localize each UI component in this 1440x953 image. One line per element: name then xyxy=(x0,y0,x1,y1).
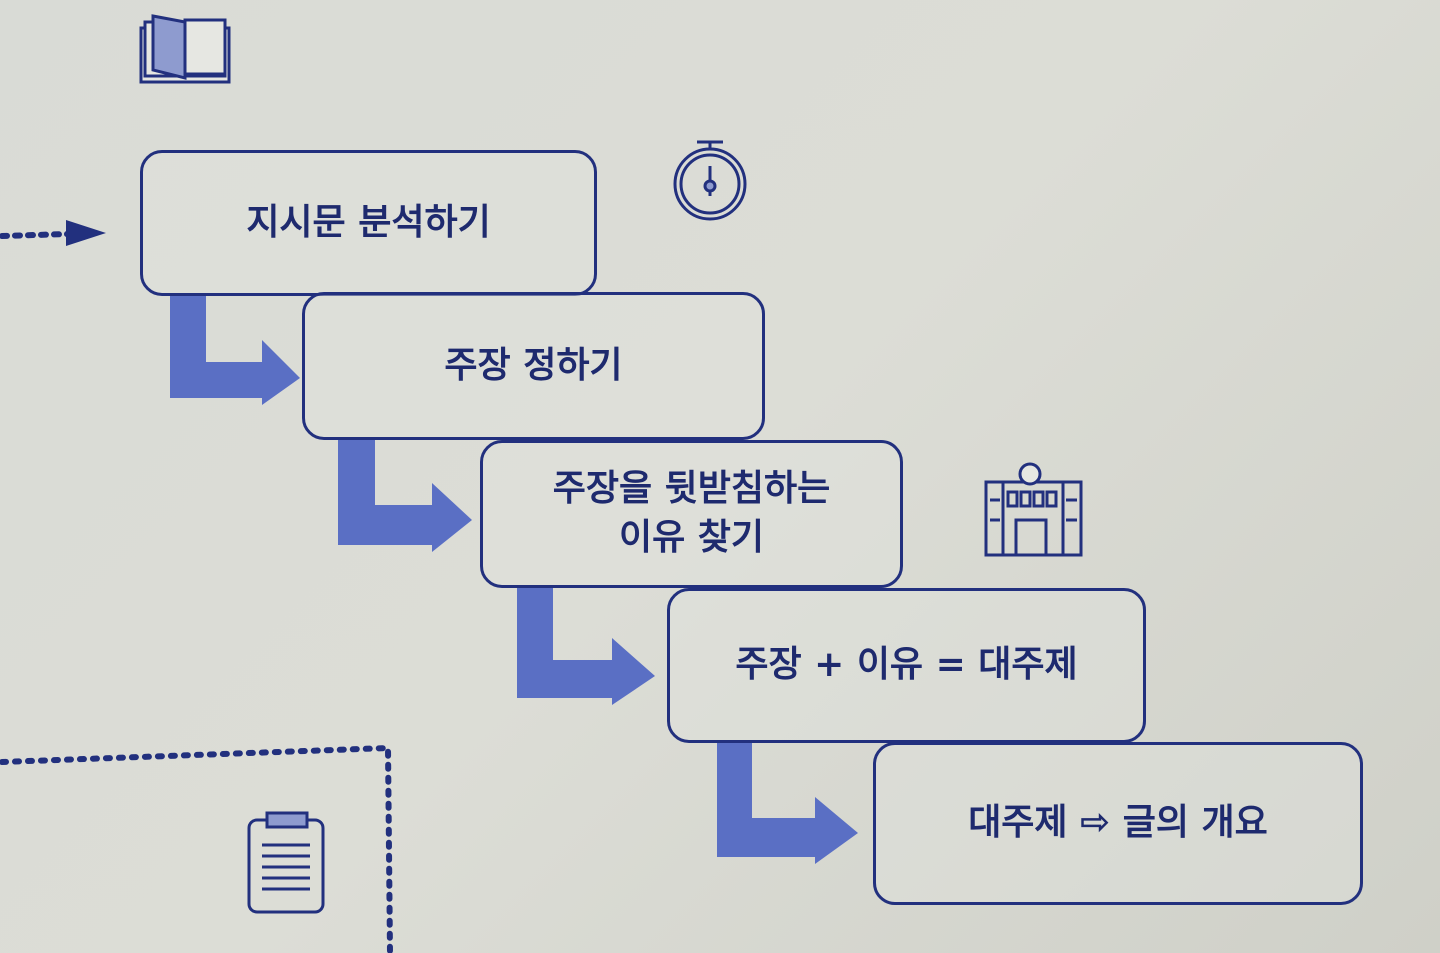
stopwatch-icon xyxy=(673,140,747,221)
step-label-line2: 이유 찾기 xyxy=(618,517,764,558)
dotted-frame xyxy=(0,744,393,953)
dotted-entry-arrow xyxy=(0,220,106,246)
book-icon xyxy=(139,14,231,84)
step-box-3: 주장을 뒷받침하는 이유 찾기 xyxy=(480,440,903,588)
step-label: 주장 + 이유 = 대주제 xyxy=(735,644,1078,686)
step-arrow-1 xyxy=(170,296,300,405)
step-box-4: 주장 + 이유 = 대주제 xyxy=(667,588,1146,743)
step-box-5: 대주제 ⇨ 글의 개요 xyxy=(873,742,1363,905)
step-box-2: 주장 정하기 xyxy=(302,292,765,440)
step-label: 주장 정하기 xyxy=(444,344,623,386)
building-icon xyxy=(984,462,1083,557)
step-box-1: 지시문 분석하기 xyxy=(140,150,597,296)
step-label: 지시문 분석하기 xyxy=(246,201,491,243)
step-label-line1: 주장을 뒷받침하는 xyxy=(552,468,831,510)
step-arrow-3 xyxy=(517,588,655,705)
clipboard-icon xyxy=(247,811,325,914)
step-arrow-2 xyxy=(338,440,472,552)
step-label: 대주제 ⇨ 글의 개요 xyxy=(968,802,1268,844)
step-arrow-4 xyxy=(717,743,858,864)
